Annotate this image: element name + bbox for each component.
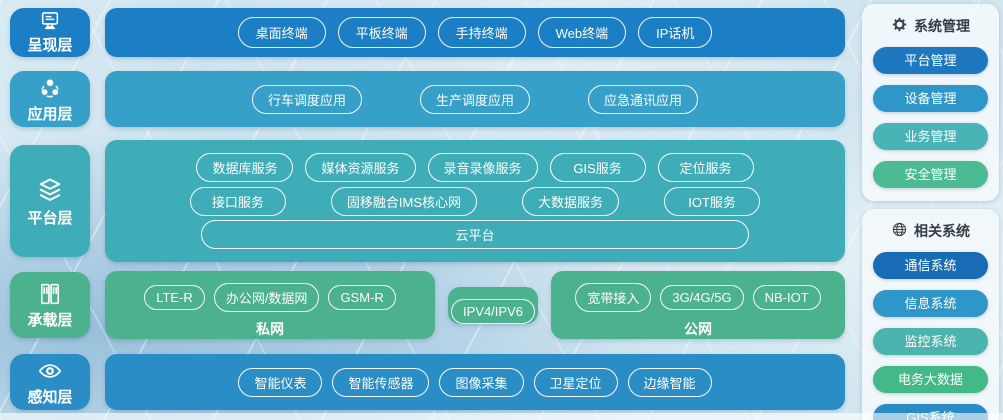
layer-label-text: 应用层	[27, 105, 73, 123]
layer-label-perception: 感知层	[10, 354, 90, 410]
perception-pills: 智能仪表智能传感器图像采集卫星定位边缘智能	[238, 367, 712, 397]
layer-row-bearer: 承载层 LTE-R 办公网/数据网 GSM-R 私网 IPV4/IPV6 宽带接入 3…	[10, 271, 845, 339]
pill: 3G/4G/5G	[660, 285, 744, 310]
presentation-band: 桌面终端平板终端手持终端 Web终端 IP话机	[105, 8, 845, 57]
side-panels: 系统管理 平台管理设备管理业务管理安全管理 相关系统 通信系统信息系统监控系统电…	[862, 4, 999, 420]
layer-label-text: 感知层	[27, 388, 73, 406]
panel-button: 监控系统	[873, 328, 988, 355]
layer-label-bearer: 承载层	[10, 272, 90, 338]
layers-area: 呈现层 桌面终端平板终端手持终端 Web终端 IP话机	[10, 8, 845, 412]
panel-related-systems-title: 相关系统	[873, 218, 988, 242]
layer-label-text: 承载层	[27, 311, 73, 329]
perception-band: 智能仪表智能传感器图像采集卫星定位边缘智能	[105, 354, 845, 410]
pill: 图像采集	[439, 367, 524, 397]
layer-label-platform: 平台层	[10, 145, 90, 257]
panel-title-text: 系统管理	[914, 18, 970, 34]
pill: IP话机	[638, 17, 713, 48]
platform-band: 数据库服务媒体资源服务录音录像服务 GIS服务定位服务 接口服务 固移融合IMS核心…	[105, 140, 845, 262]
panel-title-text: 相关系统	[914, 223, 970, 239]
pill: 定位服务	[657, 153, 754, 183]
eye-icon	[37, 358, 63, 384]
pill: GIS服务	[549, 153, 646, 183]
pill: 数据库服务	[196, 153, 294, 183]
pill: 媒体资源服务	[305, 153, 416, 183]
gear-icon	[891, 16, 908, 36]
private-network-label: 私网	[256, 321, 284, 337]
layers-icon	[35, 175, 65, 205]
layer-label-application: 应用层	[10, 71, 90, 127]
ip-protocol-box: IPV4/IPV6	[448, 286, 538, 324]
pill: 手持终端	[437, 17, 526, 48]
layer-row-platform: 平台层 数据库服务媒体资源服务录音录像服务 GIS服务定位服务 接口服务 固移融合I…	[10, 140, 845, 262]
pill: 应急通讯应用	[588, 84, 699, 114]
panel-button: 平台管理	[873, 47, 988, 74]
panel-system-management-title: 系统管理	[873, 13, 988, 37]
pill: NB-IOT	[752, 285, 821, 310]
panel-button: 设备管理	[873, 85, 988, 112]
layer-row-perception: 感知层 智能仪表智能传感器图像采集卫星定位边缘智能	[10, 354, 845, 410]
public-network-label: 公网	[684, 321, 712, 337]
pill: 大数据服务	[522, 186, 620, 216]
pill: 办公网/数据网	[213, 283, 320, 312]
panel-system-management: 系统管理 平台管理设备管理业务管理安全管理	[862, 4, 999, 201]
pill: 卫星定位	[533, 367, 618, 397]
layer-row-presentation: 呈现层 桌面终端平板终端手持终端 Web终端 IP话机	[10, 8, 845, 57]
layer-row-application: 应用层 行车调度应用 生产调度应用 应急通讯应用	[10, 71, 845, 127]
layer-label-text: 平台层	[27, 209, 73, 227]
panel-button: 安全管理	[873, 161, 988, 188]
pill: Web终端	[537, 17, 627, 48]
pill: 平板终端	[337, 17, 426, 48]
panel-button: 电务大数据	[873, 366, 988, 393]
pill: 智能传感器	[332, 367, 430, 397]
panel-button: 通信系统	[873, 252, 988, 279]
bottom-strip	[0, 413, 1003, 420]
related-systems-buttons: 通信系统信息系统监控系统电务大数据GIS系统公网应用	[873, 252, 988, 420]
public-network-pills: 宽带接入 3G/4G/5G NB-IOT	[575, 283, 821, 312]
pill: 行车调度应用	[251, 84, 362, 114]
ip-protocol-pills: IPV4/IPV6	[451, 298, 535, 324]
pill: LTE-R	[144, 285, 205, 310]
pill: 接口服务	[189, 186, 286, 216]
pill: 桌面终端	[237, 17, 326, 48]
pill: GSM-R	[328, 285, 396, 310]
pill: 云平台	[201, 219, 749, 249]
racks-icon	[37, 281, 63, 307]
private-network-pills: LTE-R 办公网/数据网 GSM-R	[144, 283, 396, 312]
pill: 固移融合IMS核心网	[330, 186, 478, 216]
private-network-box: LTE-R 办公网/数据网 GSM-R 私网	[105, 271, 435, 339]
bearer-band: LTE-R 办公网/数据网 GSM-R 私网 IPV4/IPV6 宽带接入 3G/4G…	[105, 271, 845, 339]
globe-icon	[891, 221, 908, 241]
pill: 智能仪表	[238, 367, 323, 397]
pill: IPV4/IPV6	[451, 298, 535, 324]
apps-icon	[37, 75, 63, 101]
platform-services-row-1: 数据库服务媒体资源服务录音录像服务 GIS服务定位服务	[196, 153, 754, 183]
pill: 宽带接入	[575, 283, 652, 312]
pill: 生产调度应用	[419, 84, 530, 114]
layer-label-text: 呈现层	[27, 37, 73, 54]
pill: IOT服务	[664, 186, 761, 216]
panel-button: 业务管理	[873, 123, 988, 150]
panel-related-systems: 相关系统 通信系统信息系统监控系统电务大数据GIS系统公网应用	[862, 209, 999, 420]
layer-label-presentation: 呈现层	[10, 8, 90, 57]
application-pills: 行车调度应用 生产调度应用 应急通讯应用	[251, 84, 699, 114]
monitor-icon	[39, 10, 61, 32]
presentation-pills: 桌面终端平板终端手持终端 Web终端 IP话机	[237, 17, 713, 48]
public-network-box: 宽带接入 3G/4G/5G NB-IOT 公网	[551, 271, 845, 339]
platform-services-row-2: 接口服务 固移融合IMS核心网 大数据服务 IOT服务	[189, 186, 761, 216]
application-band: 行车调度应用 生产调度应用 应急通讯应用	[105, 71, 845, 127]
system-management-buttons: 平台管理设备管理业务管理安全管理	[873, 47, 988, 188]
platform-cloud-row: 云平台	[201, 219, 749, 249]
pill: 边缘智能	[627, 367, 712, 397]
panel-button: 信息系统	[873, 290, 988, 317]
pill: 录音录像服务	[427, 153, 538, 183]
